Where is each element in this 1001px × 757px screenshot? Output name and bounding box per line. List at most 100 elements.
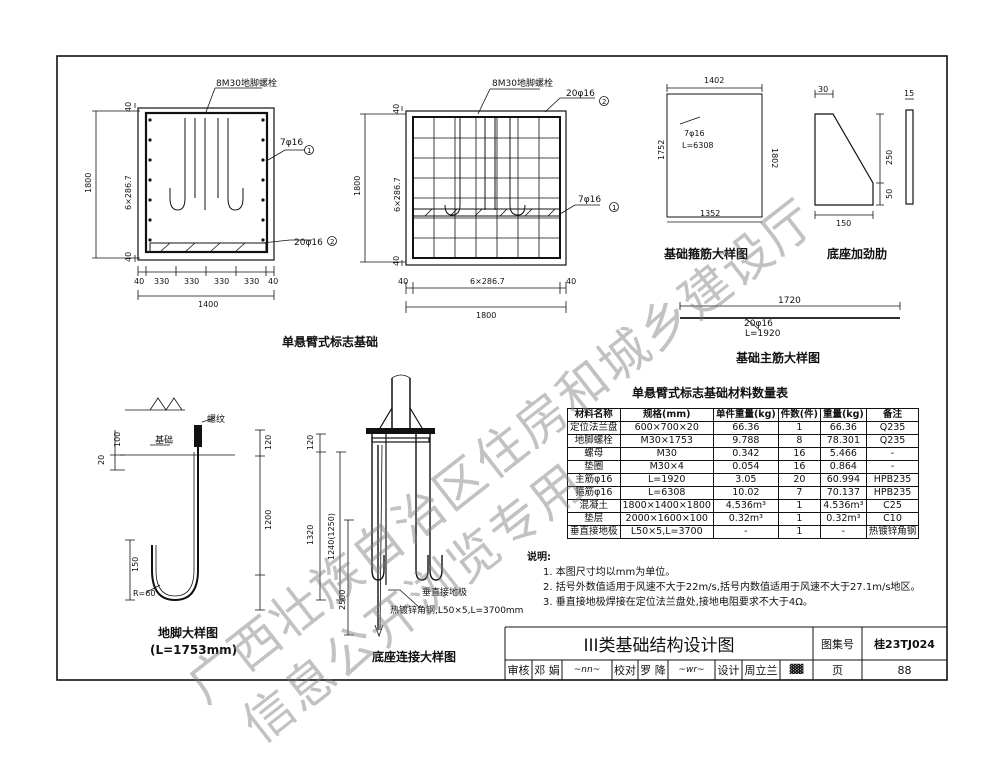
materials-cell: 热镀锌角钢 [865,525,920,539]
materials-cell: 8 [777,434,821,448]
materials-cell: 3.05 [712,473,779,487]
designer: 周立兰 [744,664,778,677]
plan-elev-dim-height: 1800 [353,176,362,196]
bolt-foundation-label: 基础 [155,434,173,446]
materials-cell: M30×1753 [619,434,714,448]
plan-single-seg-0: 40 [134,277,144,286]
materials-header-cell: 单件重量(kg) [712,408,779,422]
materials-cell: HPB235 [865,486,920,500]
materials-cell: 16 [777,460,821,474]
materials-cell: Q235 [865,434,920,448]
sheet-border [56,55,948,681]
materials-header-cell: 备注 [865,408,920,422]
bolt-caption1: 地脚大样图 [158,625,218,640]
materials-cell: 0.054 [712,460,779,474]
plan-single-caption: 单悬臂式标志基础 [282,334,378,349]
materials-cell: 600×700×20 [619,421,714,435]
bolt-thread-label: 螺纹 [207,413,225,425]
bolt-dim-100: 100 [113,432,122,447]
notes: 说明: 1. 本图尺寸均以mm为单位。 2. 括号外数值适用于风速不大于22m/… [527,550,921,610]
plan-elev-rebar1-tag: 1 [612,204,616,212]
bolt-caption2: (L=1753mm) [150,643,237,657]
plan-elev-drawing [360,88,619,313]
stirrup-dim-left: 1752 [657,140,666,160]
materials-cell: 10.02 [712,486,779,500]
plan-single-dim-top: 40 [124,102,133,112]
drawing-sheet: 8M30地脚螺栓 7φ16 1 20φ16 2 1800 6×286.7 40 … [56,55,948,681]
materials-cell: 垫层 [567,512,621,526]
materials-cell: 70.137 [819,486,867,500]
plan-single-bolt-label: 8M30地脚螺栓 [216,77,277,89]
materials-cell: 0.342 [712,447,779,461]
plan-single-seg-4: 330 [244,277,259,286]
base-ground-label2: 热镀锌角钢,L50×5,L=3700mm [390,604,523,616]
check-label: 校对 [614,664,636,677]
base-detail-drawing [316,374,443,638]
stirrup-label2: L=6308 [682,141,714,150]
bolt-dim-20: 20 [97,455,106,465]
bolt-dim-150: 150 [131,557,140,572]
plan-single-drawing [92,87,337,300]
plan-elev-dim-mid: 6×286.7 [470,277,505,286]
sheet-title: III类基础结构设计图 [583,636,735,656]
plan-elev-rebar1-label: 7φ16 [578,195,601,205]
stirrup-caption: 基础箍筋大样图 [663,246,748,261]
materials-cell: 7 [777,486,821,500]
rib-dim-t: 15 [904,89,914,98]
materials-cell: 66.36 [712,421,779,435]
plan-elev-bolt-label: 8M30地脚螺栓 [492,77,553,89]
plan-single-rebar2-label: 20φ16 [294,238,323,248]
stirrup-label1: 7φ16 [684,129,705,138]
materials-cell: 16 [777,447,821,461]
plan-elev-dim-total: 1800 [476,311,496,320]
materials-cell: 4.536m³ [819,499,867,513]
plan-single-dim-bottom: 40 [124,252,133,262]
checker: 罗 降 [640,664,666,677]
plan-single-dim-total: 1400 [198,300,218,309]
note-1: 1. 本图尺寸均以mm为单位。 [543,567,676,578]
stirrup-dim-top: 1402 [704,76,724,85]
base-dim-2500: 2500 [338,590,347,610]
materials-cell: 0.32m³ [819,512,867,526]
plan-single-seg-5: 40 [268,277,278,286]
rib-dim-h2: 50 [885,189,894,199]
materials-cell: 定位法兰盘 [567,421,621,435]
materials-cell: 9.788 [712,434,779,448]
materials-cell: 箍筋φ16 [567,486,621,500]
materials-cell: HPB235 [865,473,920,487]
materials-cell: 1800×1400×1800 [619,499,714,513]
main-bar-drawing [679,302,901,331]
notes-title: 说明: [527,552,551,563]
materials-cell: 1 [777,499,821,513]
page-label: 页 [832,664,843,677]
materials-cell: M30×4 [619,460,714,474]
materials-cell: C10 [865,512,920,526]
materials-cell: - [819,525,867,539]
base-dim-120: 120 [306,435,315,450]
materials-header-cell: 规格(mm) [619,408,714,422]
plan-elev-rebar2-tag: 2 [602,98,606,106]
materials-cell: 地脚螺栓 [567,434,621,448]
materials-cell: 1 [777,525,821,539]
materials-cell: 0.32m³ [712,512,779,526]
materials-cell: - [712,525,779,539]
materials-cell: 60.994 [819,473,867,487]
materials-cell: 0.864 [819,460,867,474]
materials-header-cell: 材料名称 [567,408,621,422]
materials-cell: 螺母 [567,447,621,461]
plan-single-seg-1: 330 [154,277,169,286]
plan-elev-dim-left: 40 [398,277,408,286]
bolt-dim-1200: 1200 [264,510,273,530]
materials-cell: 2000×1600×100 [619,512,714,526]
materials-cell: 混凝土 [567,499,621,513]
designer-signature: ▓▓ [789,665,804,675]
plan-elev-dim-bottom: 40 [392,256,401,266]
bolt-dim-120: 120 [264,435,273,450]
materials-cell: 1 [777,512,821,526]
